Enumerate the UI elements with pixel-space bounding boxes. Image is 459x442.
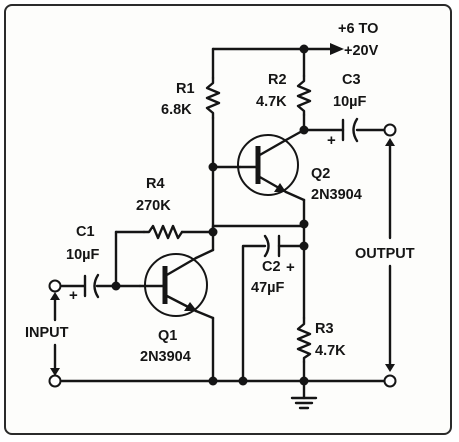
input-terminal-bottom bbox=[48, 374, 62, 388]
input-label: INPUT bbox=[25, 325, 69, 341]
r3-name: R3 bbox=[315, 321, 334, 337]
q2-transistor-icon bbox=[237, 128, 306, 202]
supply-label-line1: +6 TO bbox=[338, 21, 378, 37]
input-terminal-top bbox=[48, 279, 62, 293]
c1-plus: + bbox=[69, 287, 78, 304]
r4-value: 270K bbox=[136, 198, 171, 214]
q1-transistor-icon bbox=[138, 230, 215, 320]
r1-resistor-icon bbox=[205, 76, 221, 120]
c2-name: C2 bbox=[262, 259, 281, 275]
supply-arrow-icon bbox=[330, 43, 344, 55]
r4-name: R4 bbox=[146, 176, 165, 192]
r4-resistor-icon bbox=[142, 224, 184, 240]
r3-value: 4.7K bbox=[315, 343, 346, 359]
diagram-frame bbox=[4, 4, 452, 435]
c1-value: 10µF bbox=[66, 247, 99, 263]
r2-name: R2 bbox=[268, 72, 287, 88]
junction-dots bbox=[111, 44, 309, 386]
r2-resistor-icon bbox=[296, 74, 312, 117]
r2-value: 4.7K bbox=[256, 94, 287, 110]
r1-value: 6.8K bbox=[161, 102, 192, 118]
c3-plus: + bbox=[327, 132, 336, 149]
c3-capacitor-icon bbox=[341, 117, 359, 143]
output-label: OUTPUT bbox=[355, 246, 415, 262]
r3-resistor-icon bbox=[296, 316, 312, 364]
c3-value: 10µF bbox=[333, 94, 366, 110]
output-terminal-top bbox=[383, 123, 397, 137]
supply-label-line2: +20V bbox=[344, 43, 379, 59]
output-arrow-icon bbox=[385, 138, 395, 372]
q2-part: 2N3904 bbox=[311, 187, 362, 203]
ground-icon bbox=[290, 396, 318, 410]
c1-name: C1 bbox=[76, 224, 95, 240]
q1-name: Q1 bbox=[158, 328, 177, 344]
c2-value: 47µF bbox=[251, 280, 284, 296]
c2-capacitor-icon bbox=[263, 234, 281, 258]
input-arrow-icon bbox=[50, 292, 60, 376]
c2-plus: + bbox=[286, 259, 295, 276]
c1-capacitor-icon bbox=[83, 273, 100, 299]
q2-name: Q2 bbox=[311, 166, 330, 182]
output-terminal-bottom bbox=[383, 374, 397, 388]
r1-name: R1 bbox=[176, 81, 195, 97]
q1-part: 2N3904 bbox=[140, 349, 191, 365]
c3-name: C3 bbox=[342, 72, 361, 88]
